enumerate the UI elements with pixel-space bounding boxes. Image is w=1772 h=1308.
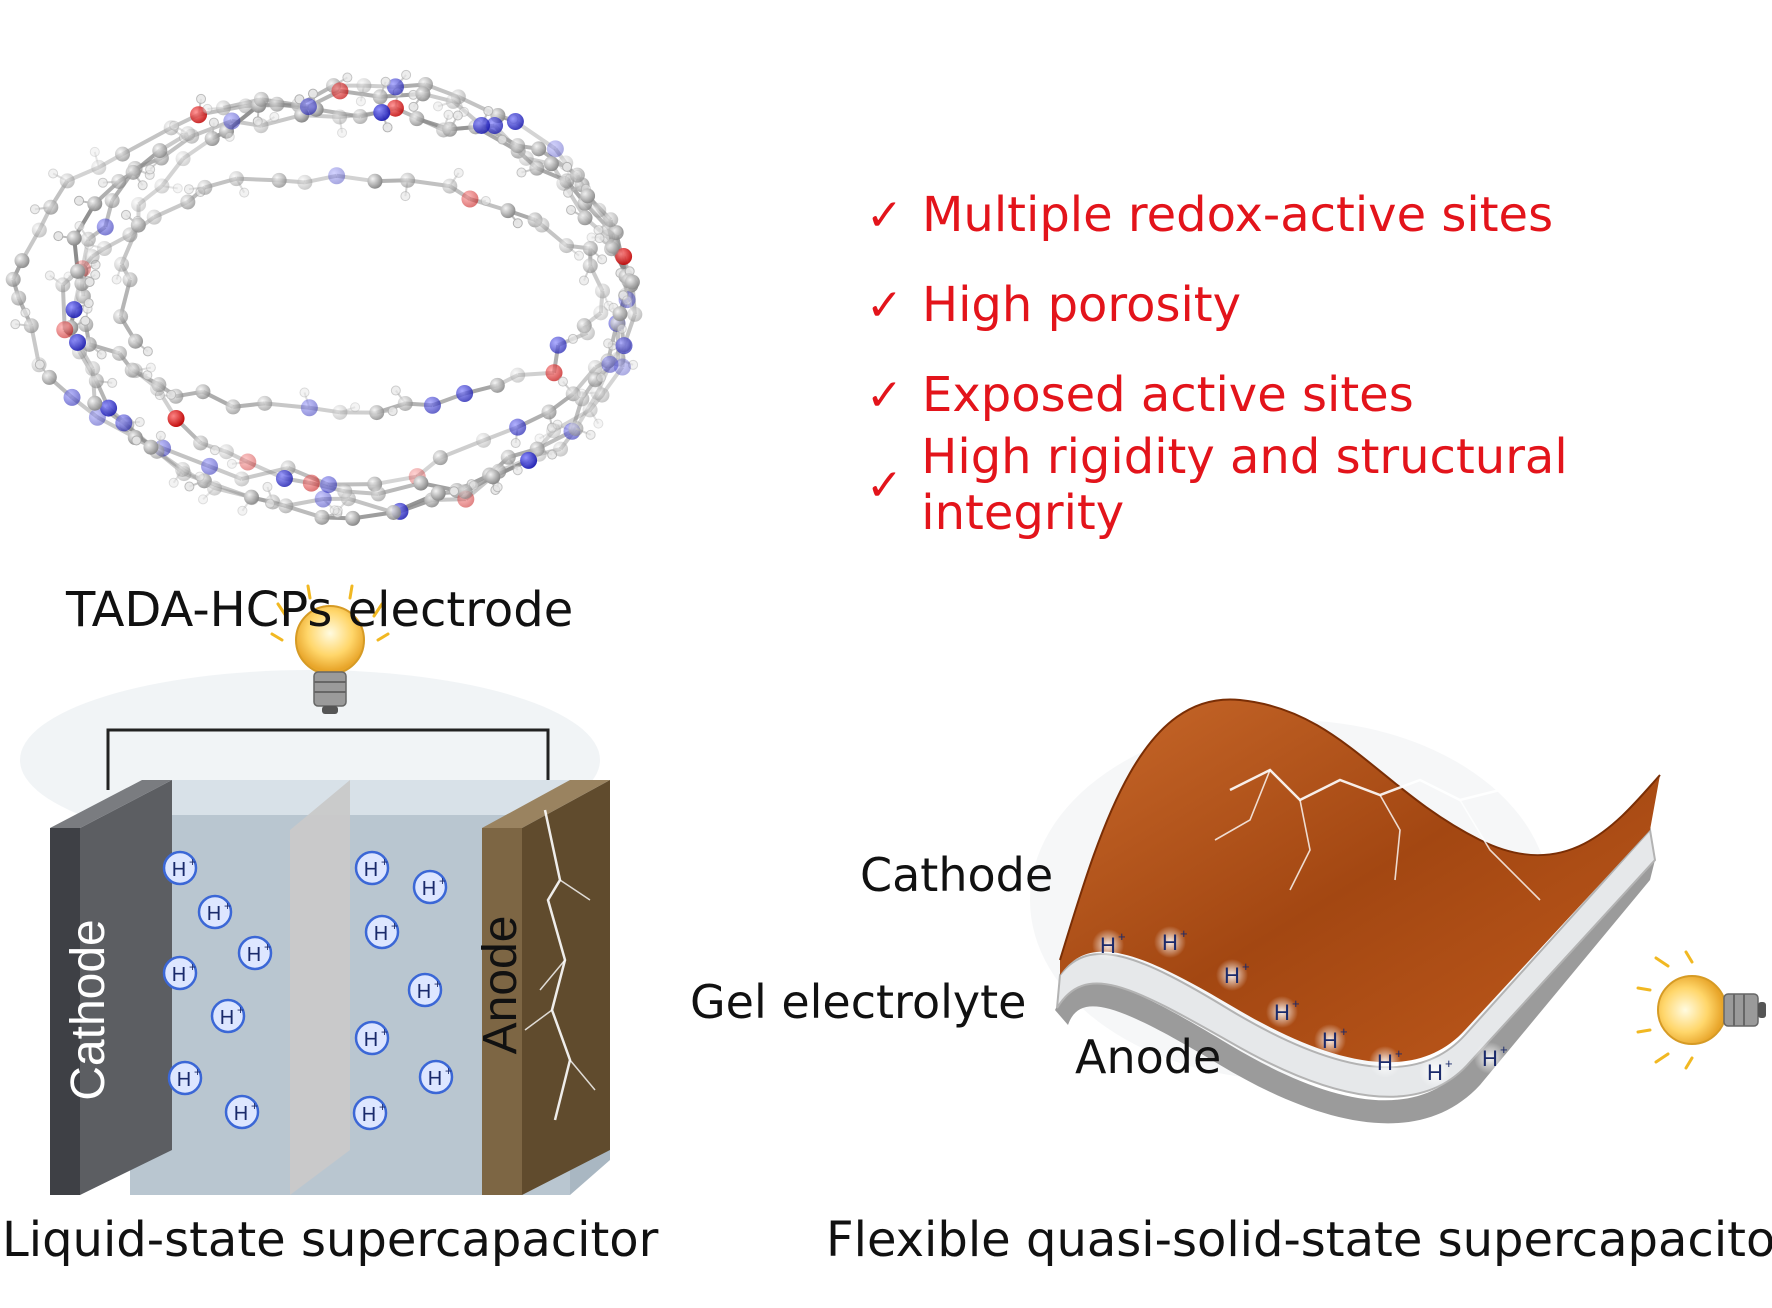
svg-text:+: + (1118, 929, 1126, 944)
hydrogen-ion: H+ (364, 914, 400, 950)
anode-label: Anode (474, 916, 527, 1055)
svg-text:+: + (445, 1064, 452, 1078)
svg-text:H: H (1377, 1050, 1393, 1075)
svg-text:H: H (1224, 963, 1240, 988)
svg-text:+: + (439, 874, 446, 888)
svg-text:H: H (1274, 1000, 1290, 1025)
svg-text:+: + (379, 1100, 386, 1114)
hydrogen-ion: H+ (1216, 959, 1250, 991)
svg-text:H: H (1427, 1060, 1443, 1085)
svg-text:H: H (422, 878, 436, 900)
hydrogen-ion: H+ (1092, 929, 1126, 961)
separator-membrane (290, 780, 350, 1195)
external-circuit-wire (106, 728, 550, 790)
hydrogen-ion: H+ (412, 869, 448, 905)
svg-text:+: + (1292, 996, 1300, 1011)
flex-caption: Flexible quasi-solid-state supercapacito… (826, 1212, 1772, 1268)
feature-item: ✓Multiple redox-active sites (866, 187, 1554, 243)
feature-item: ✓High porosity (866, 277, 1242, 333)
hydrogen-ion: H+ (197, 894, 233, 930)
hydrogen-ion: H+ (407, 972, 443, 1008)
svg-text:+: + (1242, 959, 1250, 974)
feature-list: ✓Multiple redox-active sites ✓High poros… (866, 170, 1772, 541)
hydrogen-ion: H+ (354, 1020, 390, 1056)
liquid-caption: Liquid-state supercapacitor (2, 1212, 659, 1268)
hydrogen-ion: H+ (354, 850, 390, 886)
hydrogen-ion: H+ (1154, 926, 1188, 958)
svg-text:H: H (1482, 1046, 1498, 1071)
hydrogen-ion: H+ (1474, 1042, 1508, 1074)
svg-text:+: + (1445, 1056, 1453, 1071)
hydrogen-ion: H+ (1369, 1046, 1403, 1078)
svg-text:H: H (362, 1104, 376, 1126)
check-icon: ✓ (866, 369, 903, 421)
svg-text:H: H (364, 859, 378, 881)
flex-anode-label: Anode (1075, 1030, 1222, 1084)
svg-text:H: H (234, 1103, 248, 1125)
hydrogen-ion: H+ (224, 1094, 260, 1130)
svg-text:+: + (1395, 1046, 1403, 1061)
anode-plate (482, 828, 522, 1195)
svg-text:H: H (374, 923, 388, 945)
svg-text:H: H (428, 1068, 442, 1090)
svg-text:H: H (207, 903, 221, 925)
svg-text:+: + (381, 1025, 388, 1039)
check-icon: ✓ (866, 189, 903, 241)
svg-text:H: H (364, 1029, 378, 1051)
svg-text:+: + (189, 960, 196, 974)
hydrogen-ion: H+ (1314, 1024, 1348, 1056)
flex-cathode-layer (1060, 699, 1660, 1063)
lightbulb-icon (1636, 950, 1766, 1070)
svg-text:H: H (417, 981, 431, 1003)
liquid-supercapacitor: H+H+H+H+H+H+H+H+H+H+H+H+H+H+ Cathode Ano… (20, 584, 610, 1195)
svg-text:+: + (434, 977, 441, 991)
hydrogen-ion: H+ (352, 1095, 388, 1131)
hydrogen-ion: H+ (418, 1059, 454, 1095)
svg-text:H: H (172, 859, 186, 881)
feature-item: ✓High rigidity and structural integrity (866, 429, 1568, 541)
flex-gel-electrolyte (1056, 827, 1657, 1098)
hydrogen-ion: H+ (162, 955, 198, 991)
hydrogen-ion: H+ (162, 850, 198, 886)
hydrogen-ion: H+ (237, 935, 273, 971)
svg-text:+: + (194, 1065, 201, 1079)
check-icon: ✓ (866, 459, 903, 511)
svg-text:+: + (391, 919, 398, 933)
flexible-supercapacitor: H+H+H+H+H+H+H+H+ (1030, 698, 1766, 1124)
cathode-label: Cathode (62, 919, 115, 1100)
svg-text:H: H (1100, 933, 1116, 958)
hydrogen-ion: H+ (210, 998, 246, 1034)
svg-text:H: H (247, 944, 261, 966)
svg-text:+: + (251, 1099, 258, 1113)
hydrogen-ion: H+ (1419, 1056, 1453, 1088)
molecule-structure (5, 69, 643, 526)
svg-text:H: H (1322, 1028, 1338, 1053)
svg-text:+: + (381, 855, 388, 869)
feature-item: ✓Exposed active sites (866, 367, 1414, 423)
svg-text:+: + (1500, 1042, 1508, 1057)
cathode-plate (80, 780, 172, 1195)
svg-text:H: H (177, 1069, 191, 1091)
flex-electrolyte-label: Gel electrolyte (690, 975, 1027, 1029)
molecule-caption: TADA-HCPs electrode (66, 582, 574, 638)
svg-text:H: H (172, 964, 186, 986)
svg-text:+: + (189, 855, 196, 869)
svg-text:H: H (1162, 930, 1178, 955)
hydrogen-ion: H+ (167, 1060, 203, 1096)
svg-text:+: + (1340, 1024, 1348, 1039)
check-icon: ✓ (866, 279, 903, 331)
svg-text:+: + (1180, 926, 1188, 941)
flex-cathode-label: Cathode (860, 848, 1054, 902)
svg-text:+: + (264, 940, 271, 954)
lightbulb-icon (270, 584, 390, 714)
hydrogen-ion: H+ (1266, 996, 1300, 1028)
svg-text:+: + (224, 899, 231, 913)
svg-text:+: + (237, 1003, 244, 1017)
svg-text:H: H (220, 1007, 234, 1029)
